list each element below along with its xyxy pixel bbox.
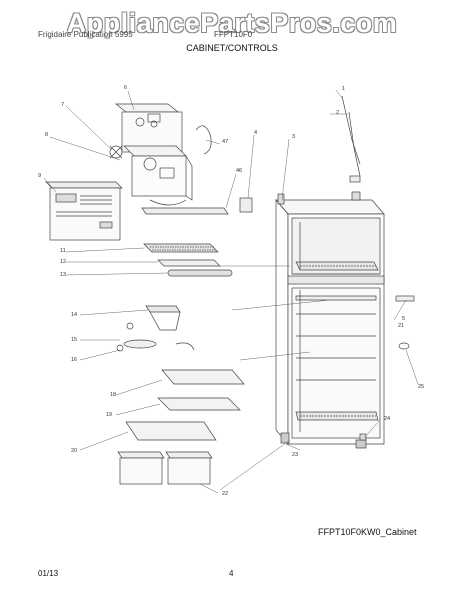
callout-labels: 1 2 3 4 5 6 7 8 9 11 12 13 14 15 16 18 1… [38, 85, 424, 497]
section-title: CABINET/CONTROLS [186, 43, 278, 53]
control-assembly [109, 103, 212, 206]
publication-header: Frigidaire Publication 5995 [38, 30, 133, 39]
callout-18: 18 [110, 392, 116, 398]
model-header: FFPT10F0 [214, 30, 253, 39]
freezer-shelf [143, 243, 219, 253]
watermark-logo: AppliancePartsPros.com [66, 8, 398, 38]
callout-20: 20 [71, 448, 77, 454]
callout-9: 9 [38, 173, 41, 179]
callout-25: 25 [418, 384, 424, 390]
callout-19: 19 [106, 412, 112, 418]
callout-8: 8 [45, 132, 48, 138]
callout-3: 3 [292, 134, 295, 140]
callout-1: 1 [342, 86, 345, 92]
hinge-parts [341, 95, 361, 183]
callout-15: 15 [71, 337, 77, 343]
callout-24: 24 [384, 416, 390, 422]
callout-46: 46 [236, 168, 242, 174]
callout-6: 6 [124, 85, 127, 91]
callout-4: 4 [254, 130, 257, 136]
cabinet-body [275, 191, 385, 449]
footer-page-number: 4 [229, 569, 234, 578]
label-panel [45, 181, 123, 241]
callout-14: 14 [71, 312, 77, 318]
callout-12: 12 [60, 259, 66, 265]
leader-lines [43, 89, 419, 494]
diagram-caption: FFPT10F0KW0_Cabinet [318, 527, 417, 537]
callout-23: 23 [292, 452, 298, 458]
callout-47: 47 [222, 139, 228, 145]
callout-13: 13 [60, 272, 66, 278]
callout-5: 5 [402, 316, 405, 322]
callout-2: 2 [336, 110, 339, 116]
footer-date: 01/13 [38, 569, 59, 578]
crisper-drawers [117, 451, 213, 485]
callout-7: 7 [61, 102, 64, 108]
callout-22: 22 [222, 491, 228, 497]
light-assembly [116, 305, 195, 352]
callout-11: 11 [60, 248, 66, 254]
callout-21: 21 [398, 323, 404, 329]
callout-16: 16 [71, 357, 77, 363]
